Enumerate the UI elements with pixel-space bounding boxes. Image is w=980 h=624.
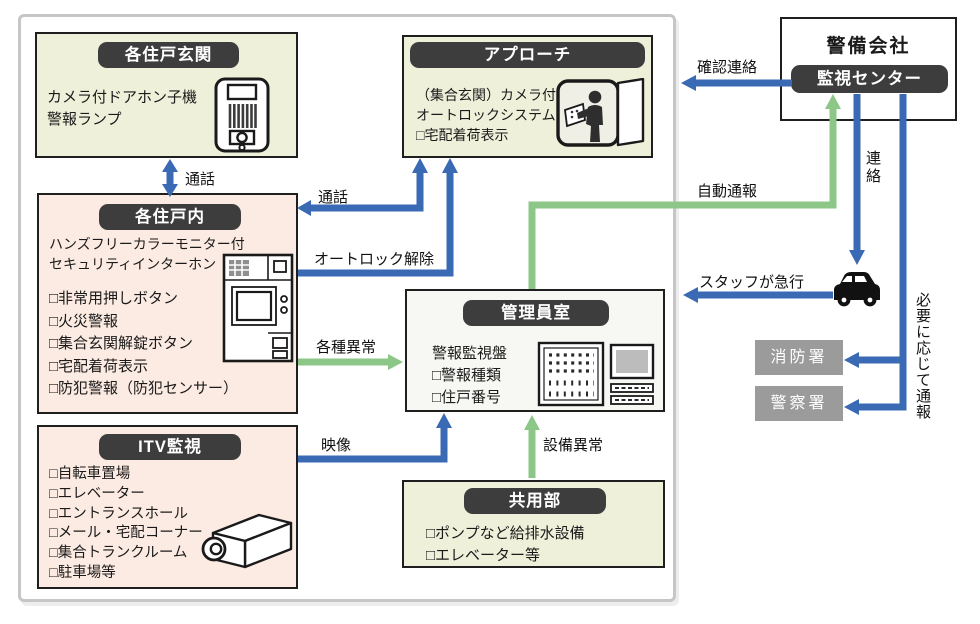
- unit-interior-checklist: □非常用押しボタン □火災警報 □集合玄関解錠ボタン □宅配着荷表示 □防犯警報…: [49, 288, 238, 401]
- police-station-box: 警察署: [755, 386, 843, 421]
- monitoring-center-badge: 監視センター: [791, 65, 948, 93]
- checklist-item: □集合トランクルーム: [49, 545, 188, 562]
- label-contact: 連絡: [864, 150, 881, 186]
- checklist-item: □火災警報: [49, 312, 119, 330]
- arrowhead: [442, 158, 458, 173]
- checklist-item: □エントランスホール: [49, 505, 188, 522]
- arrowhead: [844, 399, 859, 415]
- alarm-panel-monitor-icon: [537, 341, 655, 407]
- box-unit-entrance: 各住戸玄関 カメラ付ドアホン子機 警報ランプ: [35, 32, 298, 158]
- checklist-item: □宅配着荷表示: [49, 357, 149, 375]
- outer-frame: [18, 14, 676, 602]
- cctv-camera-icon: [201, 513, 293, 569]
- arrowhead: [524, 415, 540, 430]
- fire-station-box: 消防署: [755, 340, 843, 375]
- doorphone-icon: [214, 77, 270, 153]
- box-title-badge: ITV監視: [99, 434, 241, 460]
- arrowhead: [844, 352, 859, 368]
- label-report-as-needed: 必要に応じて通報: [914, 292, 931, 420]
- arrowhead: [683, 287, 698, 303]
- itv-checklist: □自転車置場 □エレベーター □エントランスホール □メール・宅配コーナー □集…: [49, 465, 203, 584]
- arrowhead: [412, 158, 428, 173]
- label-confirm-contact: 確認連絡: [697, 59, 758, 76]
- manager-text-3: □住戸番号: [432, 389, 502, 406]
- arrowhead: [825, 94, 841, 109]
- box-unit-interior: 各住戸内 ハンズフリーカラーモニター付 セキュリティインターホン □非常用押しボ…: [37, 193, 298, 414]
- security-company-title: 警備会社: [826, 36, 911, 57]
- approach-text-3: □宅配着荷表示: [416, 127, 509, 143]
- checklist-item: □防犯警報（防犯センサー）: [49, 380, 239, 397]
- arrowhead: [388, 354, 403, 370]
- box-approach: アプローチ （集合玄関）カメラ付 オートロックシステム □宅配着荷表示: [402, 35, 653, 158]
- label-talk-mid: 通話: [318, 189, 349, 206]
- security-car-icon: [834, 272, 880, 307]
- box-manager-room: 管理員室 警報監視盤 □警報種類 □住戸番号: [405, 289, 665, 412]
- arrow-report-as-needed: [858, 94, 907, 411]
- arrow-talk-elbow: [310, 172, 424, 212]
- manager-text-2: □警報種類: [432, 367, 502, 384]
- box-security-company: 警備会社 監視センター: [780, 17, 957, 121]
- checklist-item: □ポンプなど給排水設備: [426, 525, 585, 542]
- arrow-auto-report: [528, 108, 837, 289]
- label-auto-report: 自動通報: [697, 183, 758, 200]
- checklist-item: □エレベーター等: [426, 547, 541, 564]
- box-title-badge: アプローチ: [410, 42, 645, 68]
- checklist-item: □非常用押しボタン: [49, 290, 179, 307]
- arrow-video: [298, 427, 448, 463]
- box-title-badge: 各住戸内: [99, 204, 241, 230]
- checklist-item: □集合玄関解錠ボタン: [49, 335, 194, 352]
- label-video: 映像: [321, 437, 352, 454]
- label-staff-dispatch: スタッフが急行: [699, 274, 805, 291]
- label-autolock-release: オートロック解除: [314, 251, 435, 268]
- arrow-autolock-release: [298, 172, 454, 277]
- box-title-badge: 管理員室: [463, 300, 609, 326]
- unit-entrance-text-2: 警報ランプ: [47, 111, 122, 128]
- unit-entrance-text-1: カメラ付ドアホン子機: [47, 89, 198, 106]
- label-equipment-alert: 設備異常: [543, 437, 604, 454]
- arrowhead: [162, 184, 178, 197]
- arrowhead: [849, 250, 865, 265]
- autolock-entrance-icon: [556, 78, 645, 147]
- arrowhead: [297, 200, 311, 216]
- checklist-item: □メール・宅配コーナー: [49, 525, 203, 542]
- intercom-monitor-icon: [222, 253, 294, 363]
- approach-text-1: （集合玄関）カメラ付: [416, 87, 556, 103]
- arrowhead: [436, 413, 452, 428]
- checklist-item: □駐車場等: [49, 564, 116, 581]
- approach-text-2: オートロックシステム: [416, 107, 556, 123]
- box-title-badge: 共用部: [464, 488, 606, 514]
- label-various-alerts: 各種異常: [316, 339, 377, 356]
- box-title-badge: 各住戸玄関: [98, 42, 239, 68]
- common-area-checklist: □ポンプなど給排水設備 □エレベーター等: [426, 523, 585, 567]
- box-common-area: 共用部 □ポンプなど給排水設備 □エレベーター等: [402, 480, 665, 568]
- checklist-item: □自転車置場: [49, 466, 131, 482]
- checklist-item: □エレベーター: [49, 485, 145, 502]
- box-itv-monitoring: ITV監視 □自転車置場 □エレベーター □エントランスホール □メール・宅配コ…: [37, 425, 298, 589]
- label-talk-top: 通話: [185, 171, 216, 188]
- unit-interior-sub-2: セキュリティインターホン: [49, 256, 217, 272]
- manager-text-1: 警報監視盤: [432, 345, 508, 362]
- arrowhead: [162, 159, 178, 172]
- arrowhead: [681, 75, 696, 91]
- unit-interior-sub-1: ハンズフリーカラーモニター付: [49, 236, 245, 252]
